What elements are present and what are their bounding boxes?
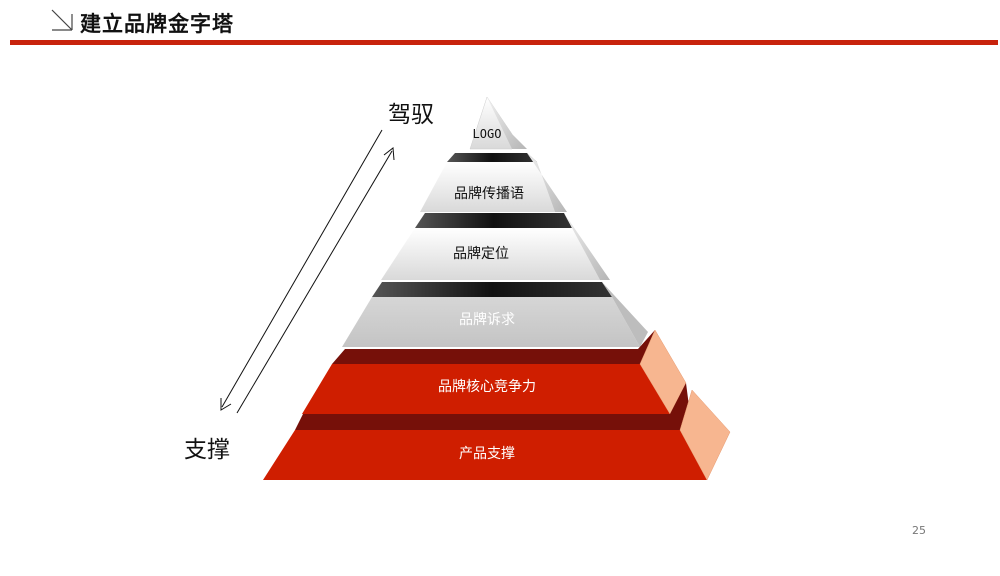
page-title: 建立品牌金字塔 [80,12,234,36]
drive-label: 驾驭 [388,102,434,128]
title-corner-icon [51,9,73,31]
pyramid-label-product-support: 产品支撑 [459,446,515,462]
pyramid-level-appeal: 品牌诉求 [342,282,648,347]
pyramid-level-logo: LOGO [469,96,527,150]
page-number: 25 [912,524,926,537]
pyramid-label-logo: LOGO [473,127,502,141]
pyramid-label-core-competence: 品牌核心竞争力 [438,378,536,395]
pyramid-level-positioning: 品牌定位 [381,213,610,280]
pyramid-level-core-competence: 品牌核心竞争力 [302,329,687,415]
pyramid-level-product-support: 产品支撑 [263,383,731,481]
pyramid-label-positioning: 品牌定位 [453,245,509,262]
pyramid-label-appeal: 品牌诉求 [459,311,515,328]
pyramid-level-slogan: 品牌传播语 [420,153,567,212]
pyramid-label-slogan: 品牌传播语 [454,185,524,202]
drive-arrow [220,129,383,411]
title-divider [10,40,998,45]
support-label: 支撑 [184,437,230,463]
support-arrow [236,147,395,414]
